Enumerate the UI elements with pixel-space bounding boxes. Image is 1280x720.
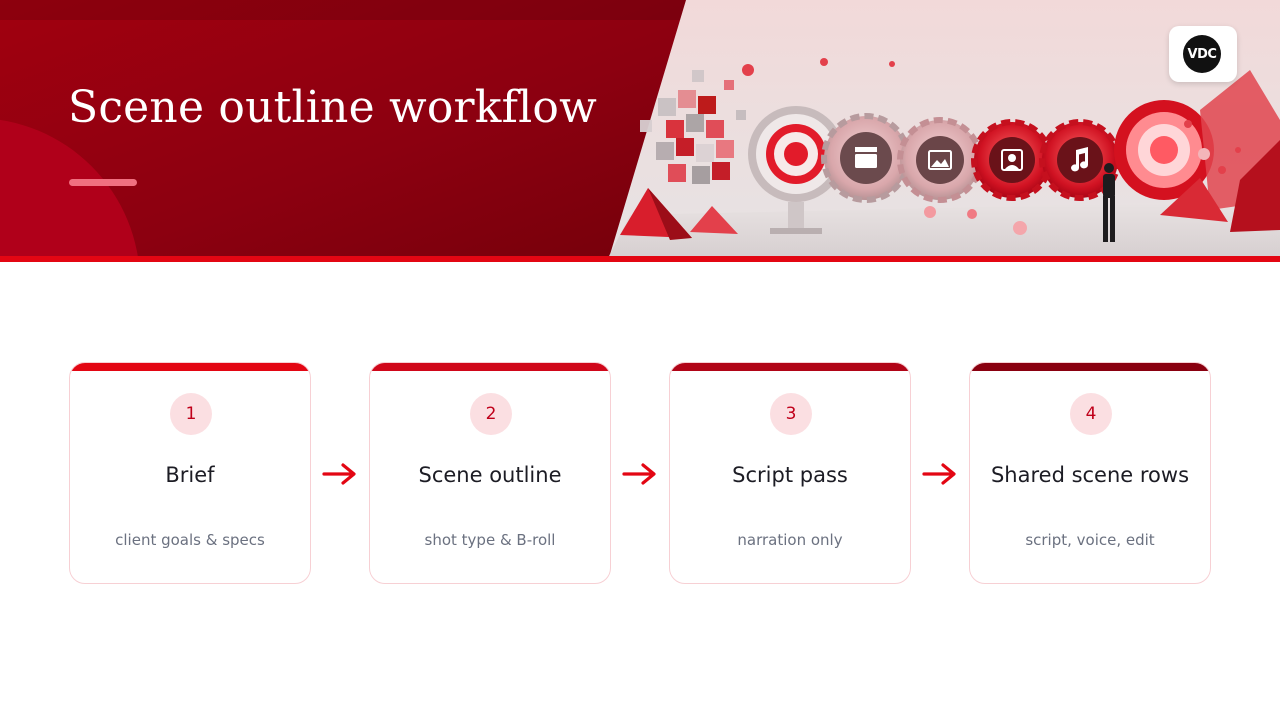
step-title: Shared scene rows [990, 463, 1190, 487]
step-title: Brief [165, 463, 215, 487]
step-title: Scene outline [418, 463, 562, 487]
gear-2 [821, 113, 911, 203]
step-subtitle: client goals & specs [115, 531, 265, 549]
step-card-1: 1 Brief client goals & specs [69, 362, 311, 584]
arrow-right-icon [622, 463, 656, 485]
workflow-illustration [608, 58, 1280, 258]
gear-3 [897, 117, 983, 203]
image-icon [928, 150, 952, 170]
standing-person [1103, 163, 1115, 242]
arrow-right-icon [322, 463, 356, 485]
step-number-badge: 4 [1070, 393, 1112, 435]
pixel-cube-cluster [640, 70, 746, 184]
step-number-badge: 1 [170, 393, 212, 435]
step-subtitle: narration only [737, 531, 843, 549]
music-note-icon [1071, 147, 1088, 172]
step-number-badge: 3 [770, 393, 812, 435]
header-banner: Scene outline workflow VDC [0, 0, 1280, 258]
header-top-stripe [0, 0, 686, 20]
step-card-3: 3 Script pass narration only [669, 362, 911, 584]
step-title: Script pass [732, 463, 848, 487]
step-card-4: 4 Shared scene rows script, voice, edit [969, 362, 1211, 584]
logo-mark: VDC [1183, 35, 1221, 73]
step-card-2: 2 Scene outline shot type & B-roll [369, 362, 611, 584]
gear-1 [748, 106, 844, 234]
step-number-badge: 2 [470, 393, 512, 435]
brand-logo: VDC [1169, 26, 1237, 82]
page-title: Scene outline workflow [68, 82, 597, 133]
header-divider-line [0, 256, 1280, 262]
person-icon [1001, 149, 1023, 171]
step-card-topbar [370, 363, 610, 371]
clapperboard-icon [855, 147, 877, 168]
step-card-topbar [670, 363, 910, 371]
title-accent-bar [69, 179, 137, 186]
step-card-topbar [970, 363, 1210, 371]
step-card-topbar [70, 363, 310, 371]
step-subtitle: shot type & B-roll [424, 531, 556, 549]
arrow-right-icon [922, 463, 956, 485]
step-subtitle: script, voice, edit [1025, 531, 1155, 549]
